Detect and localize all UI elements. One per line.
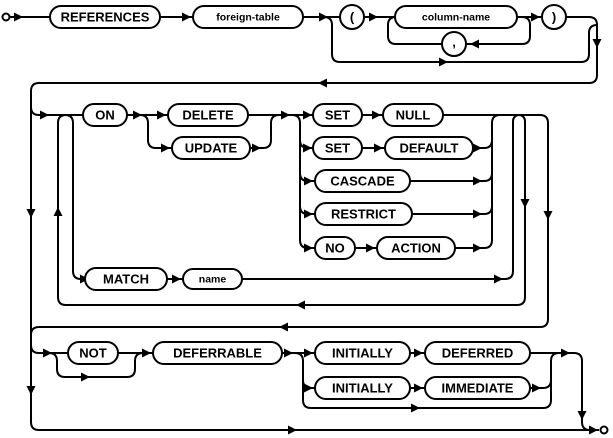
keyword-match: MATCH — [103, 272, 149, 287]
keyword-deferred-box — [424, 341, 531, 365]
keyword-update-box — [171, 136, 251, 160]
keyword-delete-box — [167, 103, 249, 127]
nonterminal-foreign-table-box — [192, 5, 304, 29]
keyword-cascade: CASCADE — [330, 174, 395, 189]
keyword-null: NULL — [396, 108, 431, 123]
keyword-action-box — [376, 236, 456, 260]
nonterminal-foreign-table: foreign-table — [216, 12, 280, 24]
punct-comma-box — [441, 31, 467, 57]
keyword-deferred: DEFERRED — [442, 346, 514, 361]
keyword-cascade-box — [314, 169, 411, 193]
start-terminal — [1, 12, 11, 22]
keyword-immediate: IMMEDIATE — [442, 381, 514, 396]
keyword-restrict-box — [314, 202, 413, 226]
keyword-set-1-box — [312, 103, 363, 127]
nonterminal-column-name: column-name — [422, 12, 490, 24]
nonterminal-name-box — [182, 268, 243, 290]
keyword-update: UPDATE — [185, 141, 238, 156]
keyword-set-2: SET — [325, 141, 350, 156]
keyword-no: NO — [325, 241, 345, 256]
keyword-initially-1-box — [314, 341, 411, 365]
punct-open-paren: ( — [350, 10, 355, 25]
keyword-on: ON — [95, 108, 115, 123]
keyword-set-1: SET — [325, 108, 350, 123]
end-terminal — [599, 425, 609, 435]
flow-arrows — [14, 12, 602, 435]
rail-lines — [10, 16, 599, 431]
keyword-deferrable-box — [152, 341, 283, 365]
keyword-initially-2: INITIALLY — [332, 381, 393, 396]
keyword-deferrable: DEFERRABLE — [173, 346, 262, 361]
punct-open-paren-box — [339, 4, 365, 30]
nonterminal-name: name — [199, 274, 227, 286]
keyword-no-box — [314, 236, 356, 260]
keyword-set-2-box — [312, 136, 363, 160]
keyword-default-box — [384, 136, 474, 160]
keyword-not: NOT — [79, 346, 107, 361]
punct-comma: , — [452, 35, 456, 50]
punct-close-paren: ) — [552, 10, 556, 25]
keyword-references: REFERENCES — [61, 10, 150, 25]
keyword-on-box — [82, 103, 128, 127]
keyword-restrict: RESTRICT — [331, 207, 396, 222]
nonterminal-column-name-box — [394, 5, 518, 29]
keyword-not-box — [67, 341, 119, 365]
keyword-match-box — [84, 267, 168, 291]
keyword-action: ACTION — [391, 241, 441, 256]
keyword-initially-1: INITIALLY — [332, 346, 393, 361]
diagram-nodes: REFERENCES foreign-table ( column-name ,… — [49, 4, 567, 400]
keyword-delete: DELETE — [182, 108, 234, 123]
keyword-null-box — [382, 103, 444, 127]
keyword-default: DEFAULT — [400, 141, 459, 156]
keyword-initially-2-box — [314, 376, 411, 400]
keyword-immediate-box — [424, 376, 531, 400]
punct-close-paren-box — [541, 4, 567, 30]
keyword-references-box — [49, 5, 161, 29]
